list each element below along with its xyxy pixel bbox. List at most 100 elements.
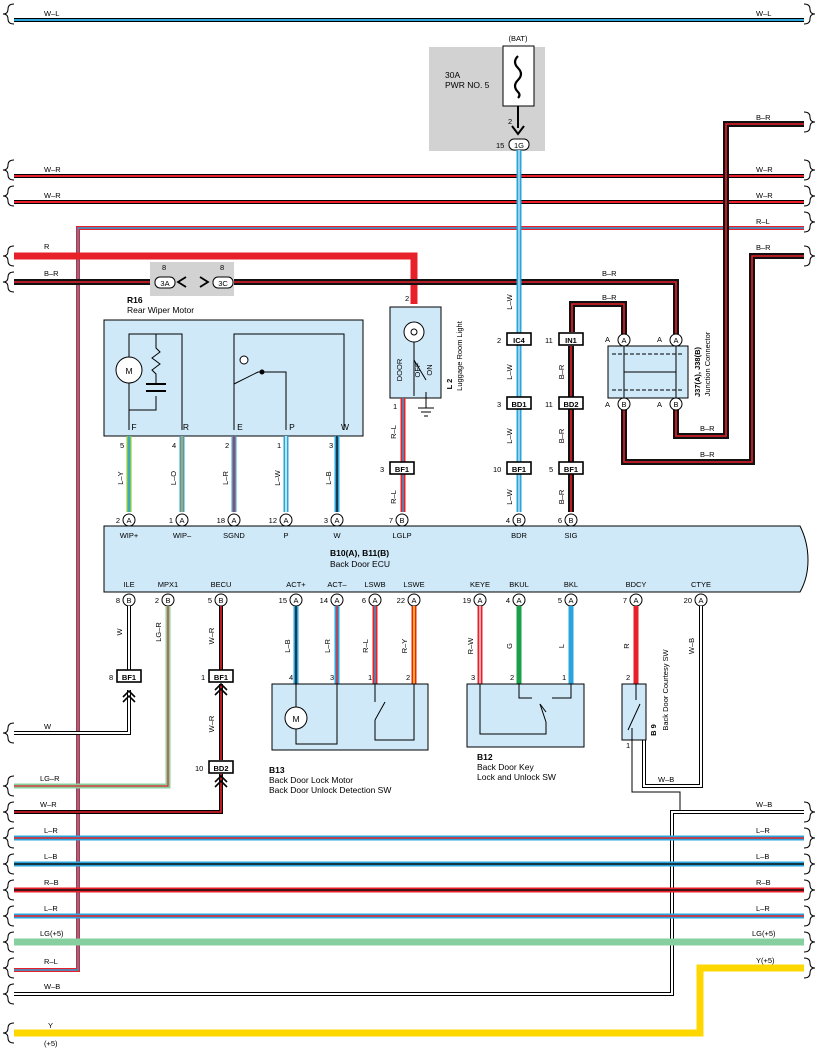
svg-text:R–L: R–L xyxy=(44,957,58,966)
ecu-name: Back Door ECU xyxy=(330,559,390,569)
ecu-top-pin-number: 2 xyxy=(116,516,120,525)
b12-internal xyxy=(479,684,572,735)
b9-pin-bot: 1 xyxy=(626,741,630,750)
svg-text:W–R: W–R xyxy=(40,800,57,809)
svg-text:W–L: W–L xyxy=(756,9,771,18)
svg-text:R–B: R–B xyxy=(44,878,59,887)
svg-text:W–B: W–B xyxy=(756,800,772,809)
j37-internal xyxy=(612,333,684,411)
svg-text:B–R: B–R xyxy=(700,450,715,459)
conn-bf1e: BF1 xyxy=(214,673,228,682)
b13-name2: Back Door Unlock Detection SW xyxy=(269,785,391,795)
ecu-top-pin-label: WIP+ xyxy=(120,531,139,540)
ecu-bottom-pin-conn: A xyxy=(334,596,339,605)
svg-text:L–R: L–R xyxy=(44,826,58,835)
svg-text:L–B: L–B xyxy=(44,852,57,861)
wire-label-lw-bf1: L–W xyxy=(505,488,514,504)
b13-name1: Back Door Lock Motor xyxy=(269,775,353,785)
r16-to-ecu-wires xyxy=(126,436,340,512)
ecu-bottom-pin-conn: A xyxy=(698,596,703,605)
fuse-amps: 30A xyxy=(445,70,460,80)
svg-text:L–R: L–R xyxy=(756,904,770,913)
wire-label-wb-ctye: W–B xyxy=(687,638,696,654)
b12-pin-2: 2 xyxy=(510,673,514,682)
svg-text:1: 1 xyxy=(277,441,281,450)
fuse-bat-label: (BAT) xyxy=(508,34,528,43)
wire-label-g-bkul: G xyxy=(505,643,514,649)
svg-text:W: W xyxy=(341,422,349,432)
wire-label-br-bf1: B–R xyxy=(557,489,566,504)
junction-conn-a: 3A xyxy=(160,279,169,288)
svg-text:W: W xyxy=(44,722,52,731)
ecu-top-pins: A2WIP+A1WIP–A18SGNDA12PA3WB7LGLPB4BDRB6S… xyxy=(116,513,578,540)
j37-a4-out: A xyxy=(657,400,662,409)
ecu-top-pin-number: 7 xyxy=(389,516,393,525)
ecu-bottom-pin-label: BDCY xyxy=(626,580,647,589)
svg-text:Y: Y xyxy=(48,1021,53,1030)
j37-a3-out: A xyxy=(605,400,610,409)
ecu-top-pin-conn: A xyxy=(126,516,131,525)
ecu-top-pin-conn: A xyxy=(283,516,288,525)
wire-label-lgr-mpx: LG–R xyxy=(154,622,163,642)
ecu-top-pin-conn: A xyxy=(231,516,236,525)
ecu-top-pin-label: P xyxy=(283,531,288,540)
ecu-top-pin-number: 18 xyxy=(217,516,225,525)
b12-code: B12 xyxy=(477,752,493,762)
ecu-top-pin-number: 12 xyxy=(269,516,277,525)
wire-label-lw-p: L–W xyxy=(273,469,282,485)
svg-text:LG–R: LG–R xyxy=(40,774,60,783)
wire-label-br-in1: B–R xyxy=(557,364,566,379)
ecu-top-pin: A 12P xyxy=(269,513,293,540)
wire-label-lw-ic4: L–W xyxy=(505,363,514,379)
ecu-bottom-pin-conn: A xyxy=(516,596,521,605)
b12-name1: Back Door Key xyxy=(477,762,534,772)
ecu-bottom-pin-label: BKUL xyxy=(509,580,529,589)
svg-text:R–B: R–B xyxy=(756,878,771,887)
ecu-bottom-pin-conn: A xyxy=(633,596,638,605)
fuse-name: PWR NO. 5 xyxy=(445,80,490,90)
svg-text:4: 4 xyxy=(172,441,176,450)
svg-text:L–B: L–B xyxy=(756,852,769,861)
bd2-pin: 11 xyxy=(545,400,553,409)
svg-text:LG(+5): LG(+5) xyxy=(752,929,776,938)
ecu-bottom-pin-label: KEYE xyxy=(470,580,490,589)
top-harness-wires xyxy=(14,18,804,972)
b12-name2: Lock and Unlock SW xyxy=(477,772,556,782)
b12-pin-3: 1 xyxy=(562,673,566,682)
svg-text:5: 5 xyxy=(120,441,124,450)
b9-body xyxy=(621,683,647,741)
b13-pin-1: 4 xyxy=(289,673,293,682)
ecu-bottom-pin-number: 6 xyxy=(362,596,366,605)
conn-in1: IN1 xyxy=(565,336,577,345)
wire-label-rl-l2: R–L xyxy=(389,425,398,439)
ecu-bottom-pin-number: 8 xyxy=(116,596,120,605)
ecu-bottom-pin-number: 20 xyxy=(684,596,692,605)
b13-pin-3: 1 xyxy=(368,673,372,682)
bd1-pin: 3 xyxy=(497,400,501,409)
ecu-bottom-pin-conn: A xyxy=(477,596,482,605)
b12-pin-1: 3 xyxy=(471,673,475,682)
junction-pin-b: 8 xyxy=(220,263,224,272)
ecu-bottom-pin-number: 22 xyxy=(397,596,405,605)
l2-on: ON xyxy=(425,364,434,375)
svg-text:B–R: B–R xyxy=(756,113,771,122)
b13-pin-2: 3 xyxy=(330,673,334,682)
r16-name: Rear Wiper Motor xyxy=(127,305,194,315)
fuse-pwr-no5 xyxy=(429,45,545,151)
l2-pin-bot: 1 xyxy=(393,402,397,411)
wire-label-wb-b9: W–B xyxy=(658,775,674,784)
l2-internal xyxy=(403,321,434,417)
wire-label-ry-lswe: R–Y xyxy=(400,639,409,654)
svg-text:3: 3 xyxy=(329,441,333,450)
junction-3a-3c xyxy=(150,262,234,296)
conn-bf1c: BF1 xyxy=(564,465,578,474)
ecu-bottom-pin-label: BECU xyxy=(211,580,232,589)
junction-conn-b: 3C xyxy=(218,279,228,288)
svg-text:B–R: B–R xyxy=(44,269,59,278)
l2-name: Luggage Room Light xyxy=(455,320,464,391)
l2-pin-top: 2 xyxy=(405,294,409,303)
